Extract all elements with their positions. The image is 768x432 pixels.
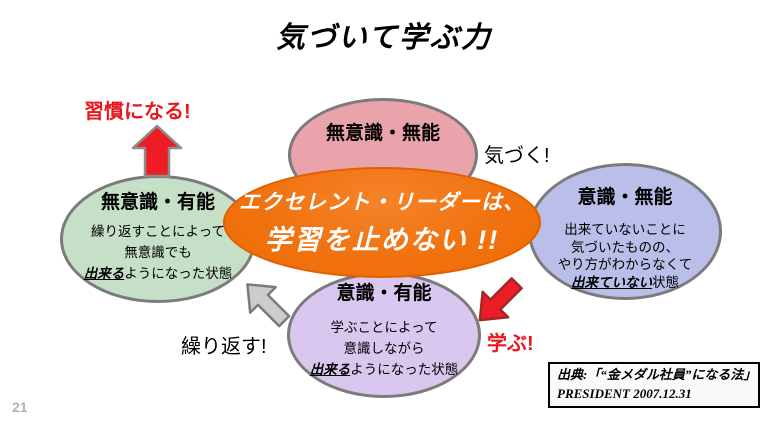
- center-message-ellipse: [223, 167, 541, 278]
- page-number: 21: [12, 399, 28, 415]
- label-learn: 学ぶ!: [487, 333, 534, 355]
- stage-body-right-line2: 気づいたものの、: [571, 239, 679, 255]
- source-line2: PRESIDENT 2007.12.31: [557, 386, 692, 401]
- learn-downleft-arrow-icon: [464, 268, 535, 339]
- stage-body-right-line3: やり方がわからなくて: [557, 257, 693, 272]
- stage-body-left-tail: ようになった状態: [124, 266, 233, 281]
- center-message-line1: エクセレント・リーダーは、: [239, 191, 525, 214]
- stage-body-bottom-em: 出来る: [309, 362, 351, 377]
- repeat-upleft-arrow-icon: [228, 269, 299, 340]
- label-repeat: 繰り返す!: [181, 336, 267, 358]
- source-citation-box: 出典:「“金メダル社員”になる法」 PRESIDENT 2007.12.31: [548, 362, 760, 408]
- stage-body-bottom-line2: 意識しながら: [343, 341, 425, 356]
- stage-body-left-em: 出来る: [83, 266, 125, 281]
- stage-body-left-line2: 無意識でも: [124, 245, 192, 260]
- stage-body-bottom-line1: 学ぶことによって: [330, 320, 438, 335]
- stage-body-bottom-line3: 出来るようになった状態: [280, 359, 488, 380]
- stage-body-bottom-tail: ようになった状態: [350, 362, 459, 377]
- stage-body-right-line4: 出来ていない状態: [523, 274, 727, 292]
- center-message-line2: 学習を止めない !!: [264, 225, 500, 255]
- page-title: 気づいて学ぶ力: [275, 22, 493, 54]
- stage-ellipse-conscious-competence: [287, 272, 481, 398]
- habit-up-arrow-icon: [131, 124, 183, 183]
- stage-title-right: 意識・無能: [577, 187, 673, 208]
- stage-title-left: 無意識・有能: [100, 192, 215, 213]
- stage-body-left-line3: 出来るようになった状態: [52, 263, 264, 284]
- stage-title-bottom: 意識・有能: [336, 283, 432, 304]
- stage-body-bottom: 学ぶことによって 意識しながら 出来るようになった状態: [280, 317, 488, 380]
- stage-body-left-line1: 繰り返すことによって: [91, 224, 225, 239]
- stage-body-right-line1: 出来ていないことに: [564, 222, 686, 237]
- stage-body-right-tail: 状態: [652, 274, 679, 290]
- label-habit: 習慣になる!: [84, 101, 191, 123]
- stage-ellipse-unconscious-competence: [60, 175, 256, 303]
- stage-body-left: 繰り返すことによって 無意識でも 出来るようになった状態: [52, 221, 264, 284]
- label-notice: 気づく!: [484, 145, 550, 167]
- stage-title-top: 無意識・無能: [325, 123, 440, 144]
- stage-body-right: 出来ていないことに 気づいたものの、 やり方がわからなくて 出来ていない状態: [523, 221, 727, 291]
- stage-body-right-em: 出来ていない: [571, 274, 652, 290]
- source-line1: 出典:「“金メダル社員”になる法」: [557, 367, 757, 383]
